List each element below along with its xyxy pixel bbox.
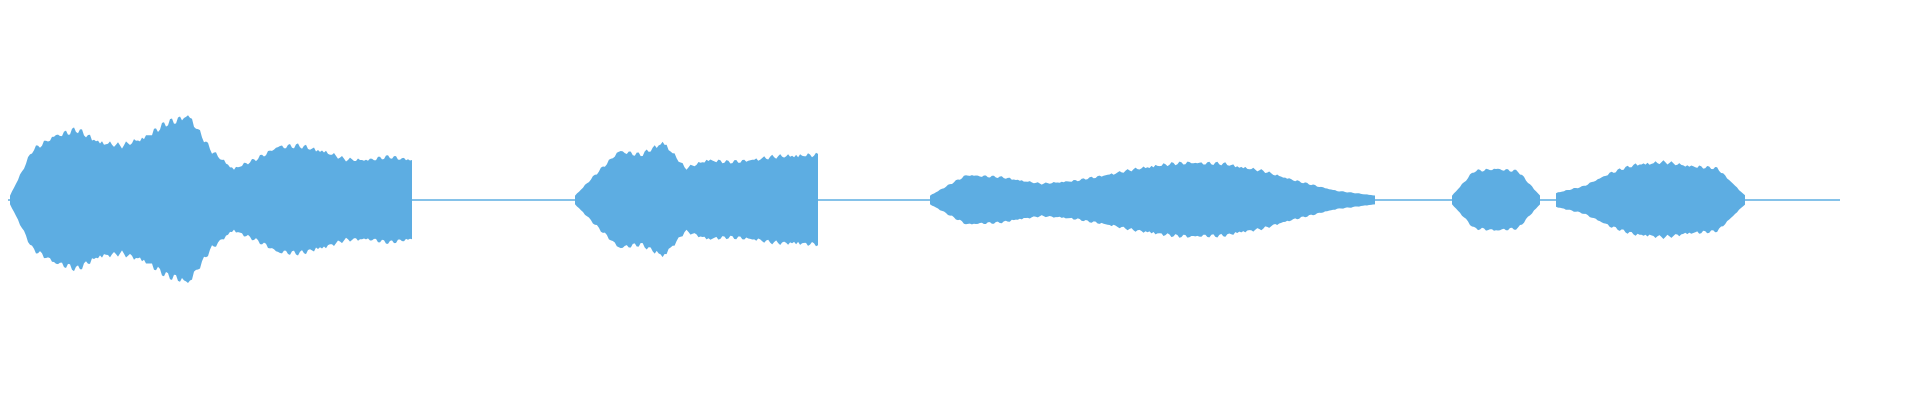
waveform-segment-1 xyxy=(10,115,412,283)
waveform-segment-2 xyxy=(575,141,818,258)
waveform-segment-3 xyxy=(930,161,1375,238)
waveform-segment-5 xyxy=(1556,160,1745,239)
waveform-segments xyxy=(10,115,1745,283)
waveform-segment-4 xyxy=(1452,168,1540,231)
